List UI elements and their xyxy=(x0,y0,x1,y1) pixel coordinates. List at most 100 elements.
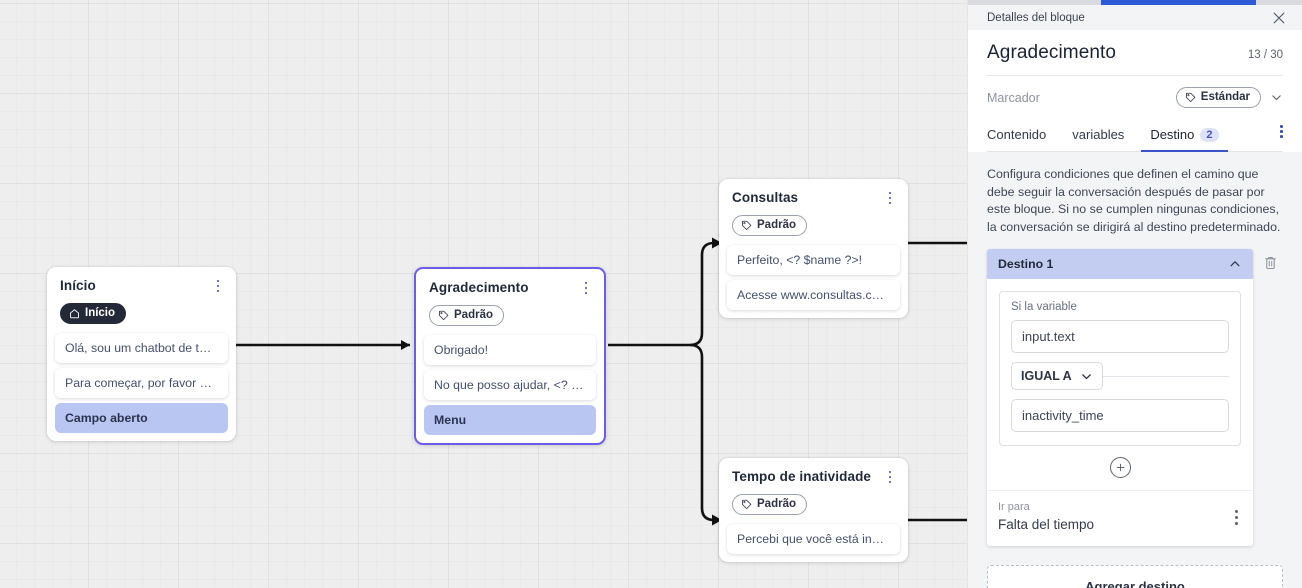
node-messages: Percebi que você está inativo. C... xyxy=(719,524,908,562)
comparison-input[interactable]: inactivity_time xyxy=(1011,399,1229,432)
operator-select[interactable]: IGUAL A xyxy=(1011,362,1103,390)
node-tag-badge[interactable]: Início xyxy=(60,303,127,324)
node-message[interactable]: Campo aberto xyxy=(55,403,228,433)
node-message[interactable]: Para começar, por favor digite o ... xyxy=(55,368,228,398)
node-message[interactable]: No que posso ajudar, <? $name ... xyxy=(424,370,596,400)
tag-icon xyxy=(742,499,752,510)
condition-label: Si la variable xyxy=(1011,301,1077,313)
collapse-destination-button[interactable] xyxy=(1228,257,1242,271)
panel-header-title: Detalles del bloque xyxy=(987,11,1085,24)
block-details-panel: Detalles del bloque Agradecimento 13 / 3… xyxy=(967,0,1302,588)
marker-row: Marcador Estándar xyxy=(987,76,1283,118)
tab-contenido[interactable]: Contenido xyxy=(987,121,1046,151)
goto-row[interactable]: Ir para Falta del tiempo xyxy=(987,490,1253,546)
node-title: Agradecimento xyxy=(429,280,529,295)
close-panel-button[interactable] xyxy=(1269,8,1289,28)
node-header: Início Início xyxy=(47,267,236,333)
top-scrollbar[interactable] xyxy=(968,0,1302,5)
plus-circle-icon xyxy=(1116,463,1124,472)
tab-badge-count: 2 xyxy=(1200,127,1219,142)
home-icon xyxy=(70,309,79,319)
node-menu-icon[interactable] xyxy=(882,189,898,207)
node-tag-badge[interactable]: Padrão xyxy=(732,494,807,515)
flow-node-agradecimento[interactable]: Agradecimento Padrão Obrigado! No que po… xyxy=(414,267,606,445)
close-icon xyxy=(1273,12,1285,23)
operator-value: IGUAL A xyxy=(1021,369,1072,383)
node-menu-icon[interactable] xyxy=(578,279,594,297)
tab-variables[interactable]: variables xyxy=(1072,121,1124,151)
marker-badge[interactable]: Estándar xyxy=(1175,87,1261,108)
node-tag-row: Padrão xyxy=(732,215,895,236)
node-title: Início xyxy=(60,278,96,293)
panel-tabs: Contenido variables Destino 2 xyxy=(987,118,1283,152)
destination-1-wrapper: Destino 1 Si la variable input.text IGUA… xyxy=(987,249,1283,546)
node-title: Tempo de inatividade xyxy=(732,469,872,484)
scrollbar-thumb[interactable] xyxy=(1101,0,1256,5)
tab-destino[interactable]: Destino 2 xyxy=(1141,121,1228,152)
node-messages: Olá, sou um chatbot de teste! Para começ… xyxy=(47,333,236,441)
node-message[interactable]: Percebi que você está inativo. C... xyxy=(727,524,900,554)
condition-box: Si la variable input.text IGUAL A inacti… xyxy=(999,291,1241,446)
chevron-up-icon xyxy=(1230,261,1240,267)
destination-card-header[interactable]: Destino 1 xyxy=(987,249,1253,279)
goto-menu-icon[interactable] xyxy=(1231,509,1242,525)
tab-label: Contenido xyxy=(987,127,1047,142)
node-tag-badge[interactable]: Padrão xyxy=(429,305,504,326)
flow-node-consultas[interactable]: Consultas Padrão Perfeito, <? $name ?>! … xyxy=(719,179,908,318)
flow-canvas[interactable]: Início Início Olá, sou um chatbot de tes… xyxy=(0,0,967,588)
destination-card: Destino 1 Si la variable input.text IGUA… xyxy=(987,249,1253,546)
node-message[interactable]: Acesse www.consultas.com par... xyxy=(727,280,900,310)
node-tag-row: Padrão xyxy=(732,494,895,515)
node-tag-row: Padrão xyxy=(429,305,591,326)
node-tag-label: Padrão xyxy=(757,498,796,510)
delete-destination-button[interactable] xyxy=(1257,249,1283,271)
node-tag-label: Início xyxy=(85,307,116,319)
chevron-down-icon xyxy=(1272,95,1281,101)
destination-card-title: Destino 1 xyxy=(998,257,1054,271)
tab-label: variables xyxy=(1072,127,1125,142)
marker-dropdown-button[interactable] xyxy=(1270,91,1283,104)
panel-top-section: Agradecimento 13 / 30 Marcador Estándar … xyxy=(968,30,1302,152)
goto-value: Falta del tiempo xyxy=(998,517,1095,532)
flow-node-tempo-de-inatividade[interactable]: Tempo de inatividade Padrão Percebi que … xyxy=(719,458,908,562)
tab-label: Destino xyxy=(1150,127,1195,142)
node-message[interactable]: Menu xyxy=(424,405,596,435)
node-message[interactable]: Olá, sou um chatbot de teste! xyxy=(55,333,228,363)
node-title: Consultas xyxy=(732,190,799,205)
add-destination-button[interactable]: Agregar destino xyxy=(987,565,1283,588)
node-message[interactable]: Perfeito, <? $name ?>! xyxy=(727,245,900,275)
add-condition-button[interactable] xyxy=(1109,457,1131,478)
node-header: Tempo de inatividade Padrão xyxy=(719,458,908,524)
marker-badge-label: Estándar xyxy=(1200,91,1250,103)
node-tag-label: Padrão xyxy=(757,219,796,231)
operator-row: IGUAL A xyxy=(1011,362,1229,390)
char-counter: 13 / 30 xyxy=(1247,49,1283,61)
destination-description: Configura condiciones que definen el cam… xyxy=(987,167,1281,234)
node-header: Consultas Padrão xyxy=(719,179,908,245)
variable-input[interactable]: input.text xyxy=(1011,320,1229,353)
tag-icon xyxy=(439,310,449,321)
add-condition-row xyxy=(987,446,1253,490)
goto-texts: Ir para Falta del tiempo xyxy=(998,500,1231,534)
node-header: Agradecimento Padrão xyxy=(416,269,604,335)
tabs-overflow-menu-icon[interactable] xyxy=(1280,125,1283,151)
node-tag-row: Início xyxy=(60,303,223,324)
chevron-down-icon xyxy=(1081,373,1091,379)
node-menu-icon[interactable] xyxy=(210,277,226,295)
node-tag-badge[interactable]: Padrão xyxy=(732,215,807,236)
flow-node-inicio[interactable]: Início Início Olá, sou um chatbot de tes… xyxy=(47,267,236,441)
add-destination-label: Agregar destino xyxy=(1085,578,1185,588)
marker-label: Marcador xyxy=(987,90,1040,105)
block-title: Agradecimento xyxy=(987,42,1117,63)
tag-icon xyxy=(742,220,752,231)
panel-content: Configura condiciones que definen el cam… xyxy=(968,152,1302,588)
node-messages: Perfeito, <? $name ?>! Acesse www.consul… xyxy=(719,245,908,318)
node-menu-icon[interactable] xyxy=(882,468,898,486)
trash-icon xyxy=(1264,256,1276,270)
node-messages: Obrigado! No que posso ajudar, <? $name … xyxy=(416,335,604,443)
node-message[interactable]: Obrigado! xyxy=(424,335,596,365)
node-tag-label: Padrão xyxy=(454,309,493,321)
panel-header: Detalles del bloque xyxy=(968,5,1302,30)
tag-icon xyxy=(1185,92,1196,103)
block-title-row: Agradecimento 13 / 30 xyxy=(987,30,1283,76)
